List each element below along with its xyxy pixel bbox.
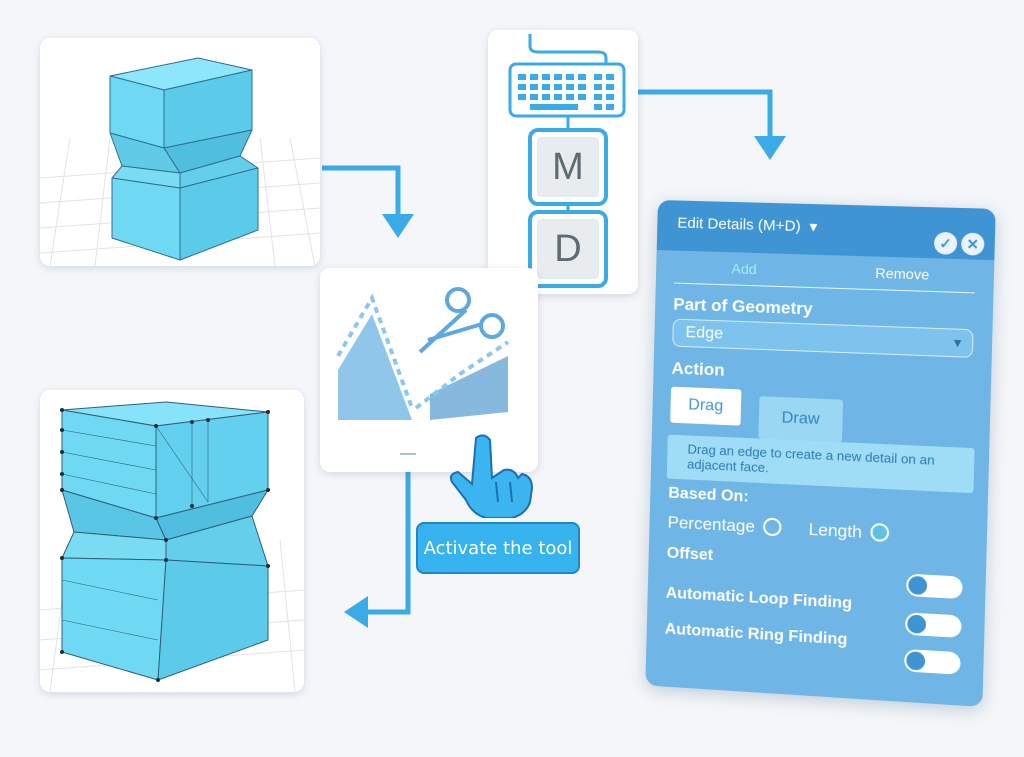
based-on-options: Percentage Length xyxy=(667,513,889,545)
tab-divider xyxy=(674,283,975,294)
loop-finding-toggle[interactable] xyxy=(905,612,962,638)
original-model-card xyxy=(40,38,320,266)
key-d: D xyxy=(537,219,599,279)
part-of-geometry-label: Part of Geometry xyxy=(673,295,813,320)
tab-remove[interactable]: Remove xyxy=(875,265,929,283)
offset-toggle[interactable] xyxy=(906,574,963,600)
edit-details-panel: Edit Details (M+D) ▼ ✓ ✕ Add Remove Part … xyxy=(645,200,995,707)
ring-finding-toggle-knob xyxy=(906,651,925,670)
panel-title[interactable]: Edit Details (M+D) ▼ xyxy=(677,215,820,236)
part-of-geometry-value: Edge xyxy=(685,324,723,342)
offset-toggle-knob xyxy=(908,576,927,595)
pointing-hand-icon xyxy=(446,432,536,518)
loop-finding-toggle-knob xyxy=(907,614,926,633)
offset-label: Offset xyxy=(667,545,714,566)
chevron-down-icon: ▼ xyxy=(951,329,964,356)
confirm-check-icon[interactable]: ✓ xyxy=(934,232,958,255)
edit-details-panel-wrapper: Edit Details (M+D) ▼ ✓ ✕ Add Remove Part … xyxy=(658,200,988,686)
percentage-label: Percentage xyxy=(667,513,755,537)
panel-header: Edit Details (M+D) ▼ ✓ ✕ xyxy=(657,200,996,260)
ring-finding-label: Automatic Ring Finding xyxy=(665,621,848,650)
action-label: Action xyxy=(671,359,725,381)
based-on-label: Based On: xyxy=(668,485,749,507)
tab-add[interactable]: Add xyxy=(731,260,757,277)
dropdown-arrow-icon: ▼ xyxy=(807,219,821,235)
activate-tool-button[interactable]: Activate the tool xyxy=(416,522,580,574)
arrow-model-to-tool xyxy=(322,168,398,220)
shortcut-card: M D xyxy=(488,30,638,294)
length-label: Length xyxy=(808,520,862,542)
action-hint: Drag an edge to create a new detail on a… xyxy=(667,435,975,494)
length-radio[interactable] xyxy=(870,523,889,542)
drag-button[interactable]: Drag xyxy=(670,387,741,426)
ring-finding-toggle[interactable] xyxy=(904,649,961,675)
result-model-image xyxy=(40,390,304,692)
close-icon[interactable]: ✕ xyxy=(961,233,985,256)
loop-finding-label: Automatic Loop Finding xyxy=(665,585,852,614)
percentage-radio[interactable] xyxy=(763,517,782,536)
original-model-image xyxy=(40,38,320,266)
result-model-card xyxy=(40,390,304,692)
key-m: M xyxy=(537,137,599,197)
arrow-tool-to-result xyxy=(365,470,408,612)
arrow-keyboard-to-panel xyxy=(638,92,770,140)
part-of-geometry-select[interactable]: Edge ▼ xyxy=(672,319,973,358)
panel-title-text: Edit Details (M+D) xyxy=(677,215,801,236)
draw-button[interactable]: Draw xyxy=(758,396,843,442)
